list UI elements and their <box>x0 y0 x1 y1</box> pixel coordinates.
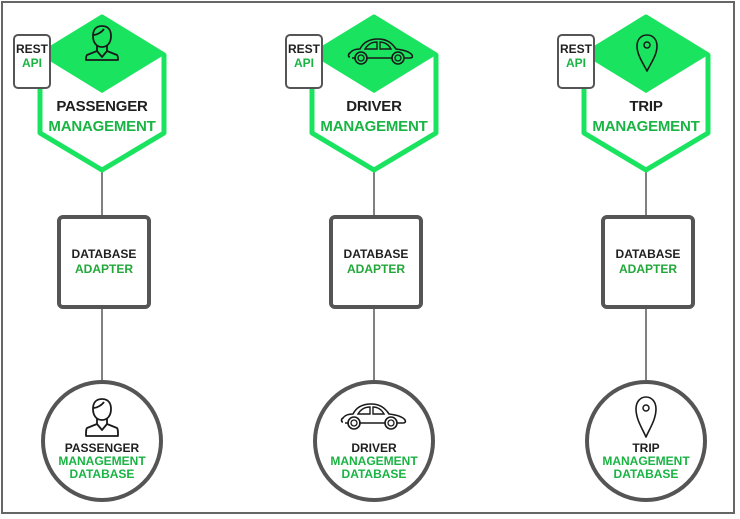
service-subtitle: MANAGEMENT <box>48 118 156 135</box>
car-icon <box>340 403 407 430</box>
service-title: TRIP MANAGEMENT <box>581 97 711 137</box>
map-pin-icon <box>635 396 657 438</box>
database-line2: MANAGEMENT <box>58 454 146 468</box>
adapter-line1: DATABASE <box>615 247 681 261</box>
map-pin-icon <box>636 34 658 72</box>
database-line1: DRIVER <box>351 441 397 455</box>
service-name: DRIVER <box>346 98 402 115</box>
api-label: API <box>565 56 586 70</box>
adapter-line2: ADAPTER <box>74 262 133 276</box>
rest-api-badge: REST API <box>13 34 51 89</box>
rest-api-badge: REST API <box>557 34 595 89</box>
database-adapter: DATABASE ADAPTER <box>601 215 695 309</box>
service-column-passenger: REST API PASSENGER MANAGEMENT DATABASE A… <box>12 0 192 519</box>
database-line2: MANAGEMENT <box>602 454 690 468</box>
api-label: API <box>293 56 314 70</box>
connector-lines <box>645 170 647 380</box>
database-line1: PASSENGER <box>64 441 140 455</box>
person-icon <box>85 398 119 437</box>
database-label: DRIVER MANAGEMENT DATABASE <box>317 442 431 481</box>
adapter-line1: DATABASE <box>71 247 137 261</box>
service-title: DRIVER MANAGEMENT <box>309 97 439 137</box>
database-label: PASSENGER MANAGEMENT DATABASE <box>45 442 159 481</box>
service-name: PASSENGER <box>56 98 148 115</box>
database-adapter: DATABASE ADAPTER <box>57 215 151 309</box>
database-circle: PASSENGER MANAGEMENT DATABASE <box>41 380 163 502</box>
connector-lines <box>373 170 375 380</box>
database-line3: DATABASE <box>69 467 135 481</box>
database-line1: TRIP <box>632 441 660 455</box>
rest-api-badge: REST API <box>285 34 323 89</box>
database-adapter: DATABASE ADAPTER <box>329 215 423 309</box>
database-circle: DRIVER MANAGEMENT DATABASE <box>313 380 435 502</box>
rest-label: REST <box>559 42 592 56</box>
service-column-driver: REST API DRIVER MANAGEMENT DATABASE ADAP… <box>284 0 464 519</box>
service-subtitle: MANAGEMENT <box>320 118 428 135</box>
database-line3: DATABASE <box>341 467 407 481</box>
database-circle: TRIP MANAGEMENT DATABASE <box>585 380 707 502</box>
database-label: TRIP MANAGEMENT DATABASE <box>589 442 703 481</box>
adapter-line2: ADAPTER <box>346 262 405 276</box>
rest-label: REST <box>287 42 320 56</box>
service-subtitle: MANAGEMENT <box>592 118 700 135</box>
rest-label: REST <box>15 42 48 56</box>
service-column-trip: REST API TRIP MANAGEMENT DATABASE ADAPTE… <box>556 0 736 519</box>
service-name: TRIP <box>629 98 663 115</box>
connector-lines <box>101 170 103 380</box>
api-label: API <box>21 56 42 70</box>
database-line2: MANAGEMENT <box>330 454 418 468</box>
person-icon <box>85 25 119 61</box>
database-line3: DATABASE <box>613 467 679 481</box>
service-title: PASSENGER MANAGEMENT <box>37 97 167 137</box>
adapter-line1: DATABASE <box>343 247 409 261</box>
car-icon <box>347 38 414 65</box>
adapter-line2: ADAPTER <box>618 262 677 276</box>
